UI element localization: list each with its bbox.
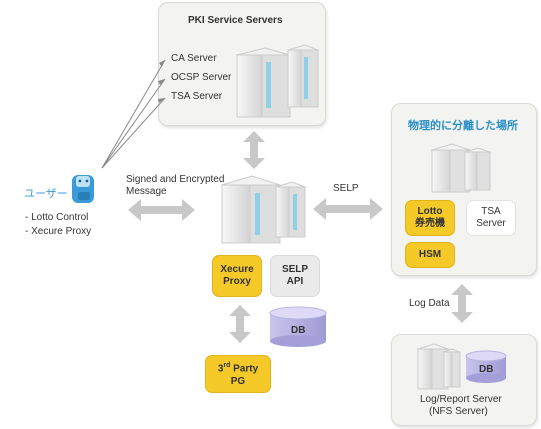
secure-site-title: 物理的に分離した場所 — [408, 120, 518, 132]
secure-site-server-icon — [430, 143, 492, 193]
log-db-label: DB — [479, 364, 494, 375]
lotto-line1: Lotto — [417, 206, 443, 217]
user-label: ユーザー — [24, 188, 68, 200]
third-party-suffix: rd — [223, 362, 231, 370]
log-server-icon — [416, 343, 462, 390]
selp-api-box: SELP API — [270, 255, 320, 297]
center-db-icon — [269, 306, 327, 347]
third-party-number: 3 — [217, 363, 224, 375]
user-item-lotto-control: - Lotto Control — [25, 212, 89, 223]
pki-server-rack-icon — [235, 44, 320, 118]
user-item-xecure-proxy: - Xecure Proxy — [25, 226, 92, 237]
xecure-proxy-line1: Xecure — [220, 264, 254, 275]
center-db-label: DB — [291, 325, 306, 336]
tsa-server-box: TSA Server — [466, 200, 516, 236]
third-party-party: Party — [230, 363, 259, 375]
tsa-server-label: TSA Server — [171, 91, 223, 102]
third-party-pg-box: 3rd Party PG — [205, 355, 271, 393]
hsm-box: HSM — [405, 242, 455, 268]
user-center-arrow — [128, 199, 195, 221]
ca-server-label: CA Server — [171, 53, 217, 64]
log-db-icon — [465, 350, 507, 383]
selp-api-line1: SELP — [281, 264, 309, 275]
log-server-panel — [391, 334, 537, 426]
lotto-terminal-box: Lotto 券売機 — [405, 200, 455, 236]
selp-link-label: SELP — [333, 183, 359, 194]
signed-message-label-line1: Signed and Encrypted — [126, 174, 225, 185]
user-person-icon — [72, 175, 94, 203]
log-server-line2: (NFS Server) — [429, 406, 488, 417]
user-to-pki-lines — [101, 59, 166, 169]
selp-arrow — [313, 198, 383, 220]
xecure-proxy-line2: Proxy — [223, 276, 251, 287]
log-data-label: Log Data — [409, 298, 450, 309]
selp-api-line2: API — [286, 276, 304, 287]
center-server-icon — [220, 175, 307, 244]
signed-message-label-line2: Message — [126, 186, 167, 197]
pki-title: PKI Service Servers — [188, 15, 283, 26]
lotto-line2: 券売機 — [415, 218, 445, 229]
tsa-line2: Server — [476, 218, 506, 229]
xecure-proxy-box: Xecure Proxy — [212, 255, 262, 297]
hsm-label: HSM — [418, 249, 442, 260]
ocsp-server-label: OCSP Server — [171, 72, 232, 83]
log-data-arrow — [451, 284, 473, 323]
third-party-line2: PG — [230, 375, 246, 387]
pki-center-arrow — [243, 131, 265, 169]
third-party-line1: 3rd Party — [218, 360, 258, 375]
proxy-pg-arrow — [229, 305, 251, 343]
log-server-line1: Log/Report Server — [420, 394, 502, 405]
tsa-line1: TSA — [481, 206, 501, 217]
